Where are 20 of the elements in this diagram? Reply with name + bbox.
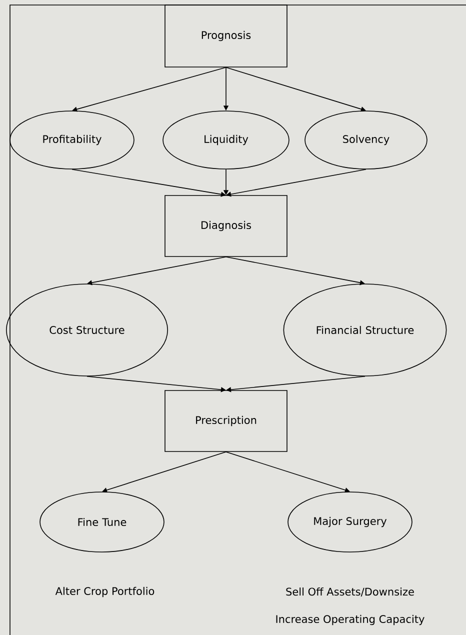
note-text: Increase Operating Capacity <box>276 614 424 626</box>
arrow <box>72 169 226 197</box>
arrow <box>72 67 226 112</box>
note-text: Alter Crop Portfolio <box>55 586 154 598</box>
process-box: Prescription <box>164 390 288 452</box>
ellipse-node: Profitability <box>10 110 134 170</box>
arrow <box>102 452 226 493</box>
arrow <box>226 256 365 286</box>
ellipse-node: Fine Tune <box>40 492 164 552</box>
arrow <box>226 376 366 392</box>
arrow <box>87 256 226 286</box>
ellipse-node: Cost Structure <box>6 284 168 376</box>
ellipse-node: Major Surgery <box>288 492 412 552</box>
ellipse-node: Financial Structure <box>283 284 447 376</box>
arrow <box>226 169 366 197</box>
process-box: Diagnosis <box>164 195 288 257</box>
ellipse-node: Solvency <box>304 110 428 170</box>
process-box: Prognosis <box>164 4 288 68</box>
note-text: Sell Off Assets/Downsize <box>286 588 414 596</box>
ellipse-node: Liquidity <box>162 110 290 170</box>
